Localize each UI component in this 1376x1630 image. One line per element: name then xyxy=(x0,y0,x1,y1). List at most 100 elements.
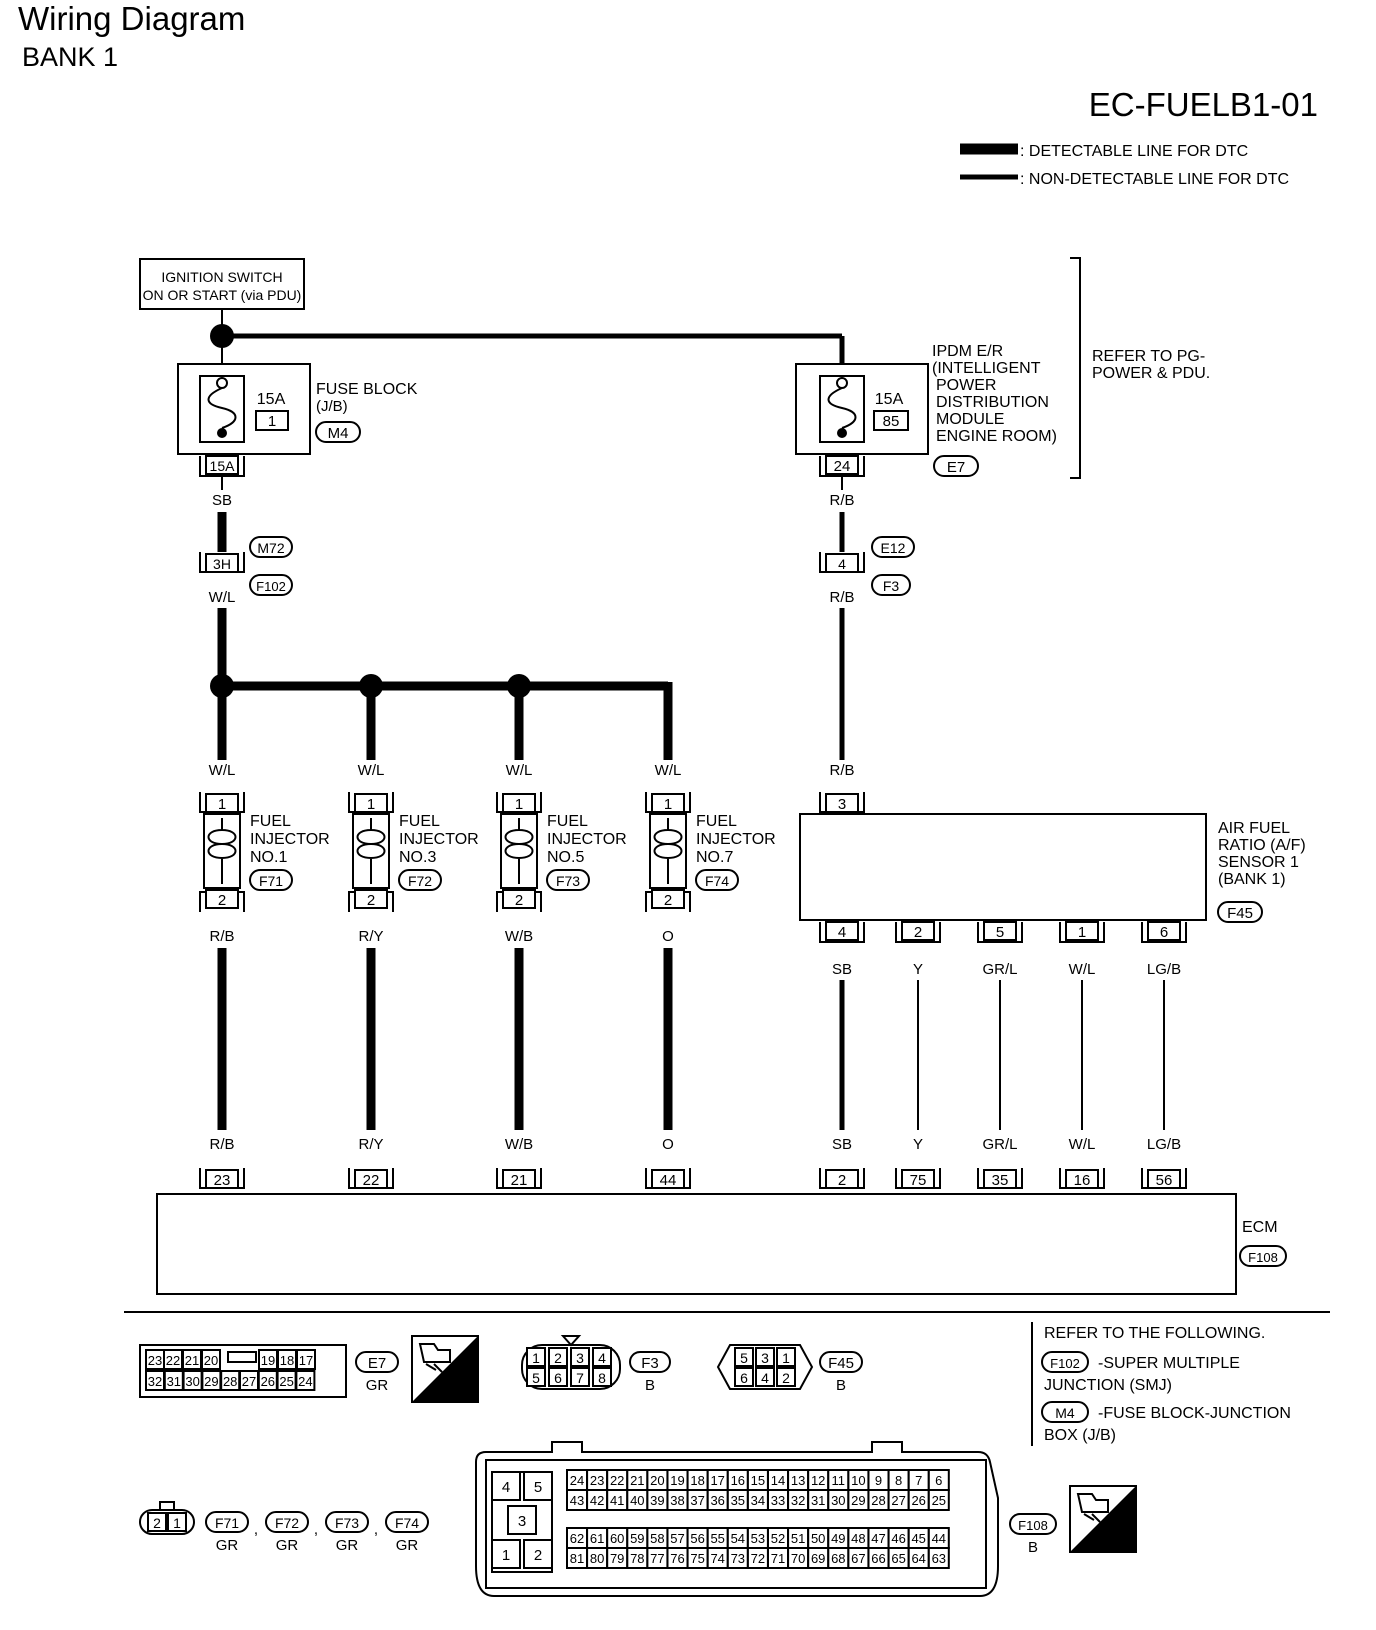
terminal-number: 4 xyxy=(838,924,846,941)
injector-label: INJECTOR xyxy=(399,831,479,848)
injector-label: INJECTOR xyxy=(696,831,776,848)
svg-text:85: 85 xyxy=(883,413,900,430)
wire-color: W/L xyxy=(506,762,533,779)
terminal-box xyxy=(1147,921,1181,941)
pin-cell xyxy=(523,1539,553,1569)
wire-color: R/Y xyxy=(358,1136,383,1153)
pin-number: 28 xyxy=(223,1374,237,1389)
pin-number: 71 xyxy=(771,1551,785,1566)
pin-number: 8 xyxy=(895,1473,902,1488)
svg-text:RATIO (A/F): RATIO (A/F) xyxy=(1218,837,1306,854)
pin-cell xyxy=(592,1367,612,1387)
injector-label: NO.1 xyxy=(250,849,287,866)
terminal-number: 2 xyxy=(914,924,922,941)
wire-color: W/L xyxy=(358,762,385,779)
hs-label: H.S. xyxy=(441,1379,474,1398)
af-sensor-pin-1: 1W/LW/L16AF-UN1 xyxy=(1055,921,1109,1210)
wire-color: W/B xyxy=(505,928,533,945)
injector-connector-id: F74 xyxy=(705,873,729,889)
pin-number: 27 xyxy=(891,1493,905,1508)
svg-text:15A: 15A xyxy=(257,391,286,408)
connector-id: F71 xyxy=(215,1515,239,1531)
fuse-icon xyxy=(827,387,857,429)
diagram-code: EC-FUELB1-01 xyxy=(1089,86,1318,123)
af-sensor-connector-id: F45 xyxy=(1227,905,1253,922)
wire-color: W/L xyxy=(209,762,236,779)
hand-icon xyxy=(418,1343,451,1373)
wire-color: LG/B xyxy=(1147,1136,1181,1153)
hs-triangle xyxy=(412,1336,478,1402)
terminal-box xyxy=(502,1169,536,1189)
pin-number: 19 xyxy=(261,1353,275,1368)
pin-number: 21 xyxy=(185,1353,199,1368)
pin-cell xyxy=(491,1539,521,1569)
svg-text:4: 4 xyxy=(838,556,846,572)
svg-text:R/B: R/B xyxy=(829,492,854,509)
svg-text:F102: F102 xyxy=(256,579,286,594)
coil-icon xyxy=(653,818,683,884)
hs-label: H.S. xyxy=(1099,1529,1132,1548)
pin-cell xyxy=(201,1349,221,1370)
ignition-switch-box: IGNITION SWITCH ON OR START (via PDU) xyxy=(139,258,305,310)
pin-cell xyxy=(755,1367,775,1387)
pin-number: 77 xyxy=(650,1551,664,1566)
terminal-box xyxy=(901,921,935,941)
af-sensor-pin-5: 5GR/LGR/L35AF-VM1 xyxy=(972,921,1028,1210)
pin-number: 62 xyxy=(570,1531,584,1546)
separator: , xyxy=(314,1521,318,1538)
terminal-box xyxy=(825,1169,859,1189)
injector-label: INJECTOR xyxy=(547,831,627,848)
pin-number: 2 xyxy=(554,1350,562,1366)
pin-number: 1 xyxy=(532,1350,540,1366)
terminal-box xyxy=(205,889,239,909)
svg-text:IPDM E/R: IPDM E/R xyxy=(932,343,1003,360)
pin-number: 5 xyxy=(532,1370,540,1386)
hs-triangle xyxy=(1070,1486,1136,1552)
pin-number: 26 xyxy=(911,1493,925,1508)
fuse-block-connector-id: M4 xyxy=(328,425,349,442)
pin-number: 3 xyxy=(576,1350,584,1366)
pin-number: 29 xyxy=(204,1374,218,1389)
fuse-block: 15A 1 FUSE BLOCK (J/B) M4 15A xyxy=(177,363,418,477)
pin-cell xyxy=(548,1347,568,1367)
wire-color: LG/B xyxy=(1147,961,1181,978)
harness-side-icon: H.S. xyxy=(1069,1485,1137,1553)
pin-number: 75 xyxy=(690,1551,704,1566)
svg-text:-FUSE BLOCK-JUNCTION: -FUSE BLOCK-JUNCTION xyxy=(1098,1405,1291,1422)
pin-number: 74 xyxy=(710,1551,724,1566)
svg-text:ECM: ECM xyxy=(1242,1219,1278,1236)
pin-number: 23 xyxy=(148,1353,162,1368)
af-sensor-pin-6: 6LG/BLG/B56A/F-IP1 xyxy=(1139,921,1189,1210)
pin-number: 67 xyxy=(851,1551,865,1566)
pin-cell xyxy=(570,1347,590,1367)
pin-number: 60 xyxy=(610,1531,624,1546)
terminal-number: 1 xyxy=(664,796,672,813)
pin-number: 12 xyxy=(811,1473,825,1488)
separator: , xyxy=(374,1521,378,1538)
terminal-bracket xyxy=(1141,922,1187,943)
pin-number: 45 xyxy=(911,1531,925,1546)
pin-number: 21 xyxy=(630,1473,644,1488)
connector-key xyxy=(560,1335,582,1347)
pin-number: 24 xyxy=(570,1473,584,1488)
pin-number: 25 xyxy=(279,1374,293,1389)
pin-number: 42 xyxy=(590,1493,604,1508)
svg-text:F3: F3 xyxy=(883,578,900,594)
pin-number: 23 xyxy=(590,1473,604,1488)
junction-4: 4 E12 F3 xyxy=(819,536,915,596)
injector-label: FUEL xyxy=(399,813,440,830)
svg-text:JUNCTION (SMJ): JUNCTION (SMJ) xyxy=(1044,1377,1172,1394)
terminal-box xyxy=(651,793,685,813)
pin-number: 58 xyxy=(650,1531,664,1546)
connector-color: B xyxy=(1028,1539,1038,1556)
pin-number: 11 xyxy=(832,1473,846,1488)
pin-number: 40 xyxy=(630,1493,644,1508)
pin-number: 5 xyxy=(534,1479,542,1496)
pin-number: 48 xyxy=(851,1531,865,1546)
legend-non-detectable-text: : NON-DETECTABLE LINE FOR DTC xyxy=(1020,171,1289,188)
connector-id: E7 xyxy=(368,1355,386,1372)
pin-number: 39 xyxy=(650,1493,664,1508)
